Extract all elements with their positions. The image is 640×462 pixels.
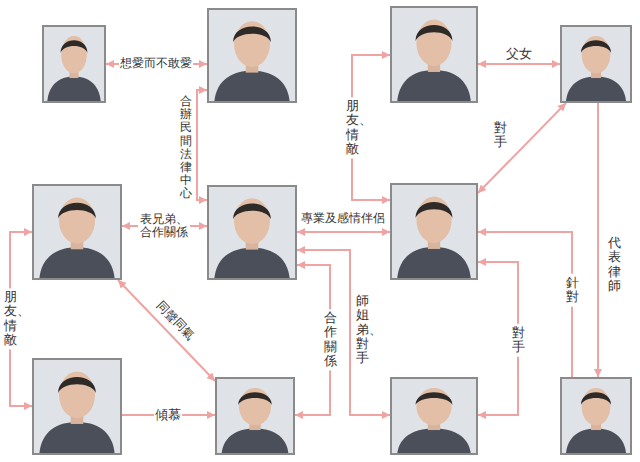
portrait-photo	[207, 185, 297, 280]
portrait-photo	[32, 184, 122, 280]
relation-connector	[478, 103, 566, 193]
relation-label: 師姐弟、對手	[355, 292, 370, 367]
portrait-photo	[42, 25, 106, 103]
relation-label: 父女	[505, 46, 533, 62]
portrait-photo	[215, 377, 295, 455]
portrait-photo	[560, 25, 632, 103]
relation-label: 專業及感情伴侶	[300, 211, 386, 226]
relation-label: 針對	[565, 274, 580, 307]
portrait-box	[42, 25, 106, 103]
relation-label: 朋友、情敵	[345, 97, 360, 158]
portrait-photo	[390, 377, 478, 455]
portrait-box	[390, 377, 478, 455]
portrait-photo	[207, 8, 297, 103]
portrait-box	[215, 377, 295, 455]
relation-connector	[478, 232, 572, 377]
portrait-photo	[390, 183, 478, 280]
relation-label: 合作關係	[323, 309, 338, 370]
relation-connector	[597, 103, 599, 377]
portrait-box	[560, 377, 632, 455]
relation-label: 表兄弟、合作關係	[138, 212, 190, 240]
relation-label: 對手	[493, 119, 508, 152]
relation-connector	[197, 90, 207, 200]
relation-label: 朋友、情敵	[3, 288, 18, 349]
portrait-box	[32, 358, 122, 455]
portrait-box	[32, 184, 122, 280]
relation-connector	[118, 280, 215, 381]
relation-label: 同聲同氣	[152, 298, 198, 345]
portrait-box	[207, 8, 297, 103]
relation-label: 對手	[511, 324, 526, 357]
relation-connector	[478, 63, 560, 65]
portrait-photo	[32, 358, 122, 455]
portrait-box	[560, 25, 632, 103]
portrait-photo	[390, 6, 478, 103]
relation-label: 傾慕	[154, 407, 182, 423]
portrait-box	[207, 185, 297, 280]
relation-label: 合辦民間法律中心	[179, 93, 193, 203]
relation-label: 代表律師	[607, 234, 622, 295]
relation-connector	[297, 231, 390, 233]
relation-label: 想愛而不敢愛	[119, 56, 193, 71]
portrait-photo	[560, 377, 632, 455]
portrait-box	[390, 6, 478, 103]
relation-connector	[297, 250, 390, 415]
portrait-box	[390, 183, 478, 280]
